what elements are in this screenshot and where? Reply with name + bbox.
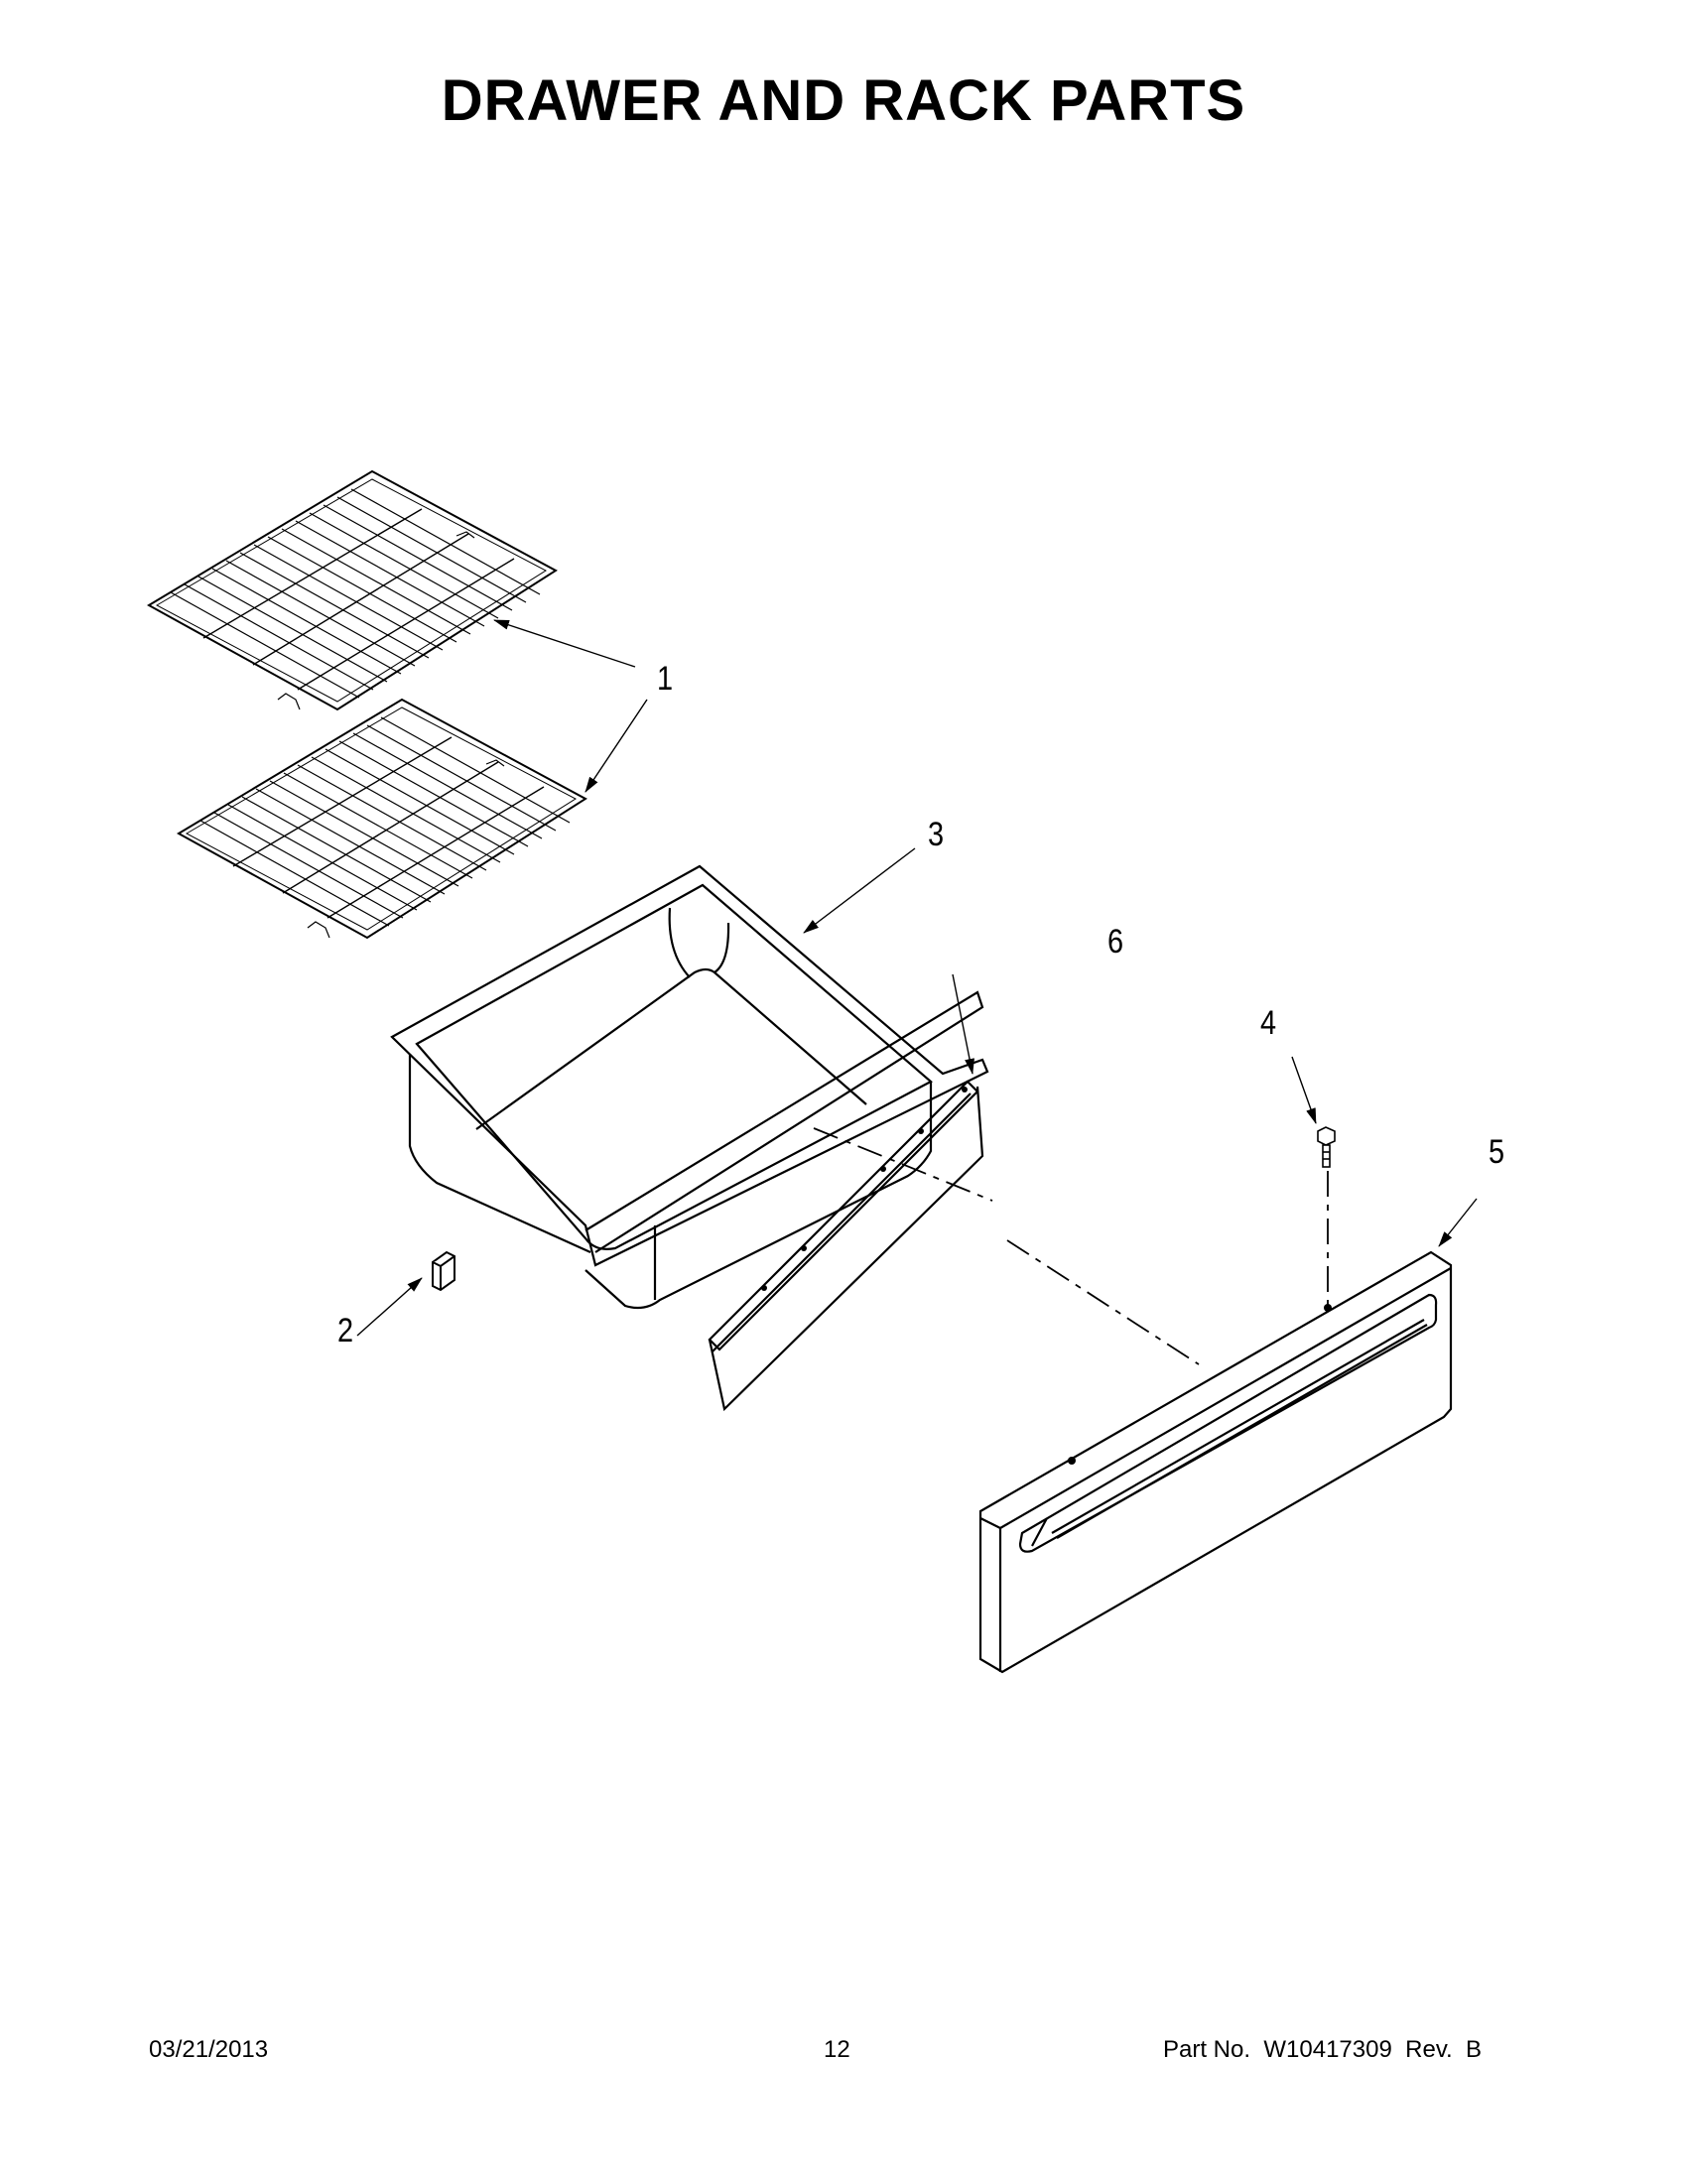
footer-part-number: Part No. W10417309 Rev. B: [1163, 2036, 1483, 2063]
oven-rack-bottom: [178, 699, 586, 939]
callout-1: 1: [657, 660, 674, 698]
footer-page-number: 12: [824, 2036, 850, 2063]
callout-2: 2: [337, 1312, 354, 1349]
callout-5: 5: [1489, 1133, 1505, 1171]
storage-drawer-pan: [390, 864, 989, 1310]
leader-2: [356, 1277, 423, 1337]
leader-1b: [584, 699, 648, 793]
screw: [1317, 1126, 1336, 1168]
drawer-front-panel: [978, 1250, 1453, 1674]
leader-5: [1438, 1198, 1478, 1247]
drawer-stop-clip: [432, 1250, 455, 1292]
leader-3: [803, 847, 916, 934]
leader-1a: [493, 619, 636, 668]
callout-4: 4: [1260, 1004, 1277, 1042]
drawer-inner-panel: [708, 1080, 984, 1412]
oven-rack-top: [148, 470, 557, 710]
footer-date: 03/21/2013: [149, 2036, 269, 2063]
callout-3: 3: [928, 816, 945, 853]
page-title: DRAWER AND RACK PARTS: [441, 68, 1246, 133]
leader-6: [952, 973, 974, 1075]
leader-4: [1291, 1056, 1317, 1124]
callout-6: 6: [1107, 923, 1124, 961]
